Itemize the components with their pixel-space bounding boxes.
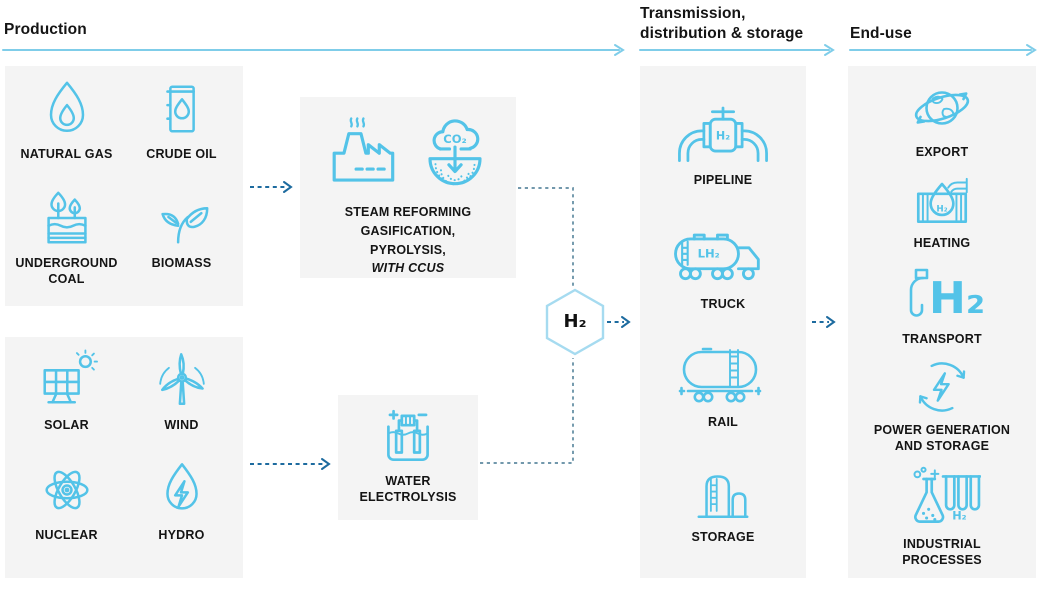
biomass-leaf-icon <box>160 207 208 244</box>
heating-boiler-icon: H₂ <box>916 177 968 223</box>
header-production-label: Production <box>4 21 87 38</box>
source-hydro: HYDRO <box>124 459 239 569</box>
transmission-box: H₂ PIPELINE LH₂ TRUCK <box>640 66 806 578</box>
electrolysis-cell-icon <box>387 409 429 462</box>
reforming-icons: CO₂ <box>322 113 494 191</box>
enduse-label: POWER GENERATION AND STORAGE <box>873 423 1011 453</box>
source-crude-oil: CRUDE OIL <box>124 78 239 187</box>
transmission-axis-arrowhead <box>824 44 835 56</box>
export-globe-icon <box>914 90 970 125</box>
transport-fuel-pump-icon: H₂ <box>909 268 985 324</box>
source-nuclear: NUCLEAR <box>9 459 124 569</box>
transmission-label: TRUCK <box>700 297 746 312</box>
hydro-droplet-icon <box>165 462 198 510</box>
factory-icon <box>332 117 395 182</box>
tanker-truck-icon: LH₂ <box>674 233 760 281</box>
transmission-label: PIPELINE <box>693 172 753 187</box>
transmission-label: STORAGE <box>691 530 755 545</box>
transmission-storage: STORAGE <box>692 462 755 545</box>
arrow-fossil-to-reforming-head <box>283 181 293 193</box>
power-generation-cycle-icon <box>918 362 966 412</box>
source-label: HYDRO <box>158 527 205 542</box>
transmission-truck: LH₂ TRUCK <box>670 220 776 312</box>
pipeline-valve-icon: H₂ <box>678 106 768 162</box>
source-natural-gas: NATURAL GAS <box>9 78 124 187</box>
source-label: BIOMASS <box>151 256 212 270</box>
header-enduse-label: End-use <box>850 25 912 42</box>
transmission-rail: RAIL <box>675 345 771 430</box>
crude-oil-barrel-icon <box>165 85 195 133</box>
enduse-power-generation: POWER GENERATION AND STORAGE <box>867 357 1017 454</box>
natural-gas-flame-icon <box>49 81 84 133</box>
enduse-box: EXPORT H₂ HEATING H₂ TRANSPORT <box>848 66 1036 578</box>
connector-electrolysis-to-h2 <box>480 358 574 464</box>
storage-tank-icon <box>697 475 749 519</box>
renewable-production-box: SOLAR WIND NUCLEAR <box>5 337 243 578</box>
enduse-label: HEATING <box>913 236 971 250</box>
reforming-line: PYROLYSIS, <box>370 242 446 257</box>
h2-hexagon-label: H₂ <box>563 311 587 332</box>
enduse-label: EXPORT <box>915 144 969 159</box>
enduse-export: EXPORT <box>909 77 975 160</box>
enduse-industrial: H₂ INDUSTRIAL PROCESSES <box>867 465 1017 568</box>
reforming-box: CO₂ STEAM REFORMING GASIFICATION, PYROLY… <box>300 97 516 278</box>
rail-tank-car-icon <box>678 347 762 403</box>
source-underground-coal: UNDERGROUND COAL <box>9 187 124 296</box>
header-transmission: Transmission, distribution & storage <box>640 4 803 44</box>
reforming-line: GASIFICATION, <box>360 223 456 238</box>
enduse-label: TRANSPORT <box>902 331 982 346</box>
enduse-axis-arrowhead <box>1026 44 1037 56</box>
source-label: NUCLEAR <box>35 527 98 542</box>
source-biomass: BIOMASS <box>124 187 239 296</box>
heating-h2-label: H₂ <box>936 204 947 214</box>
transmission-pipeline: H₂ PIPELINE <box>672 99 774 188</box>
industrial-h2-label: H₂ <box>952 509 966 522</box>
source-label: NATURAL GAS <box>20 147 113 161</box>
reforming-line: STEAM REFORMING <box>344 205 472 219</box>
source-label: UNDERGROUND COAL <box>15 256 118 286</box>
electrolysis-label: WATER ELECTROLYSIS <box>359 474 457 504</box>
production-axis-arrowhead <box>614 44 625 56</box>
source-label: WIND <box>164 418 199 432</box>
source-label: CRUDE OIL <box>146 147 217 161</box>
header-transmission-line2: distribution & storage <box>640 25 804 43</box>
arrow-transmission-to-enduse-head <box>826 316 836 328</box>
reforming-caption: STEAM REFORMING GASIFICATION, PYROLYSIS,… <box>345 203 472 278</box>
pipeline-h2-label: H₂ <box>716 129 730 142</box>
arrow-renewable-to-electrolysis-head <box>321 458 331 470</box>
nuclear-atom-icon <box>44 470 89 509</box>
connector-reforming-to-h2 <box>518 187 574 286</box>
transport-h2-outline-label: H₂ <box>929 273 985 324</box>
co2-label: CO₂ <box>443 132 466 146</box>
electrolysis-box: WATER ELECTROLYSIS <box>338 395 478 520</box>
header-transmission-line1: Transmission, <box>640 5 746 22</box>
source-wind: WIND <box>124 349 239 459</box>
truck-lh2-label: LH₂ <box>698 247 720 261</box>
industrial-flask-icon: H₂ <box>913 466 981 523</box>
underground-coal-icon <box>46 191 87 244</box>
enduse-label: INDUSTRIAL PROCESSES <box>902 536 982 567</box>
solar-panel-icon <box>42 349 98 404</box>
arrow-h2-to-transmission-head <box>621 316 631 328</box>
co2-capture-storage-icon: CO₂ <box>428 119 482 186</box>
enduse-transport: H₂ TRANSPORT <box>899 262 985 347</box>
transmission-label: RAIL <box>708 414 738 429</box>
wind-turbine-icon <box>158 353 205 405</box>
source-label: SOLAR <box>44 418 89 432</box>
source-solar: SOLAR <box>9 349 124 459</box>
enduse-heating: H₂ HEATING <box>909 170 975 251</box>
header-production: Production <box>4 20 87 40</box>
reforming-line: WITH CCUS <box>371 261 445 276</box>
header-enduse: End-use <box>850 24 912 44</box>
fossil-production-box: NATURAL GAS CRUDE OIL UNDERGROUND COAL <box>5 66 243 306</box>
